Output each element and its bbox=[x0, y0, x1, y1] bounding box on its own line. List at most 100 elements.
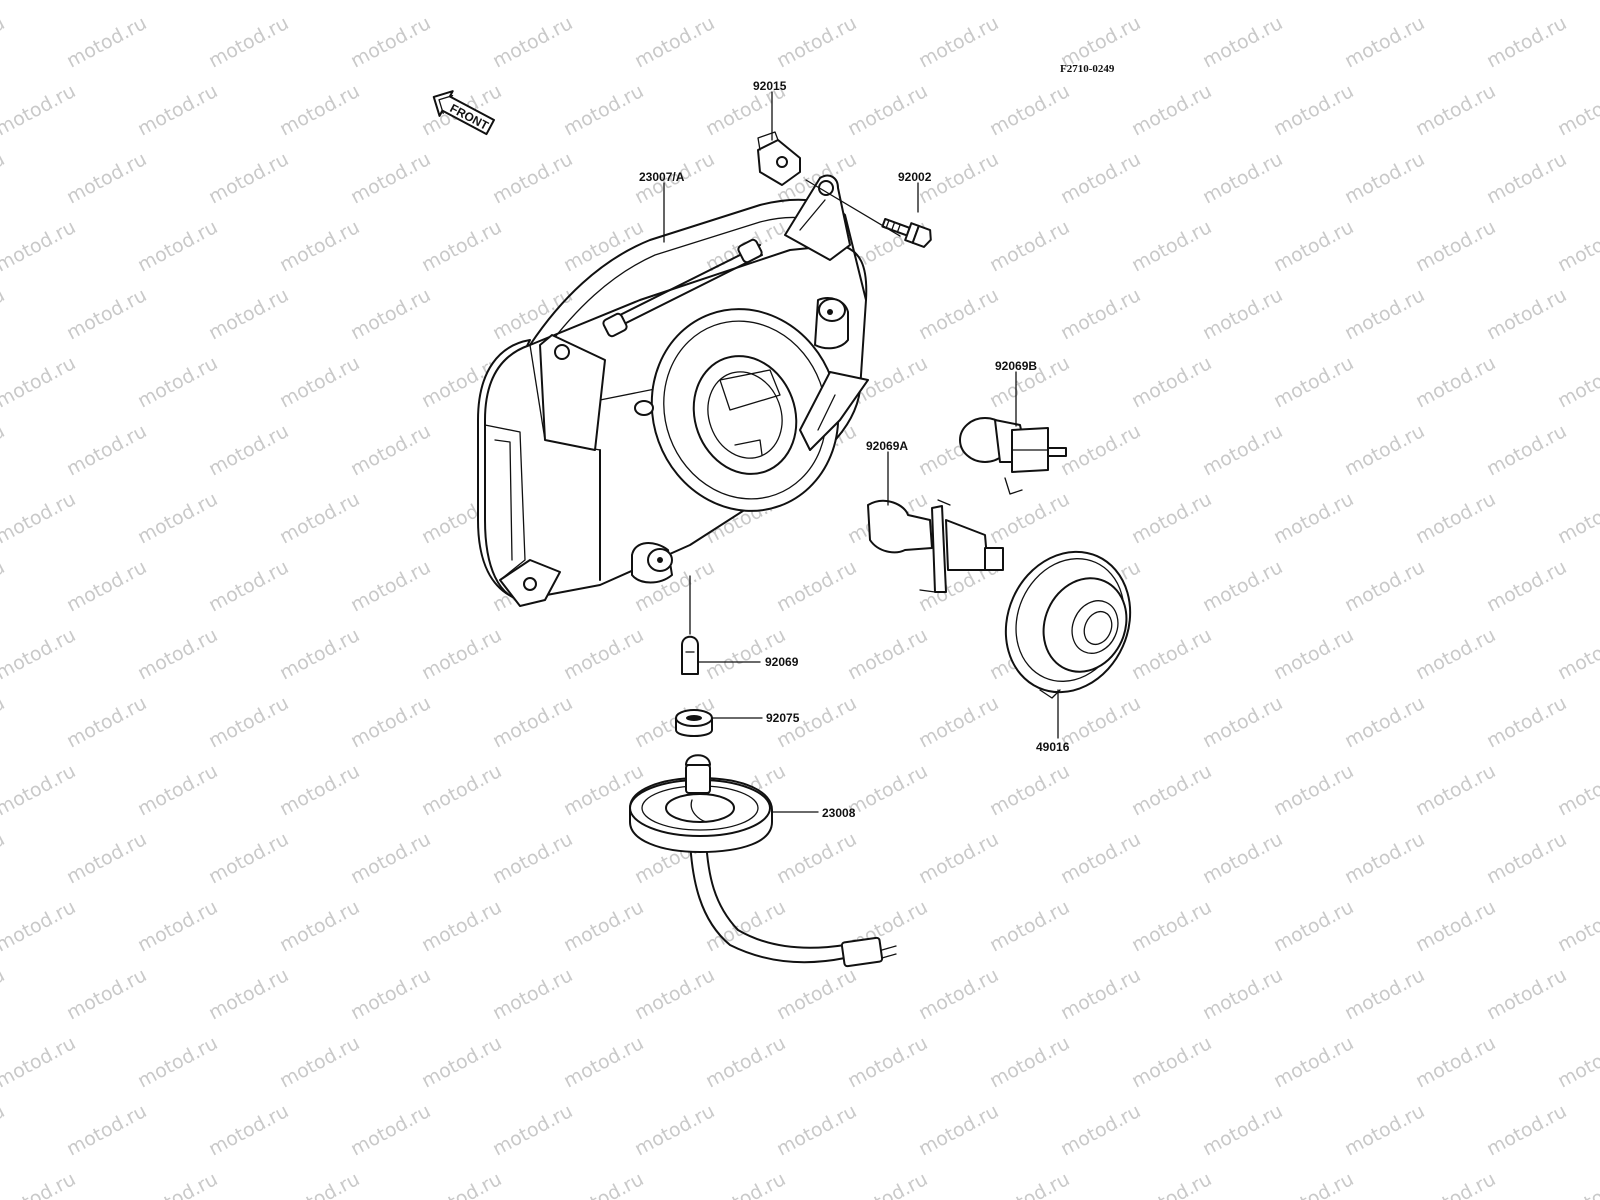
watermark-text: motod.ru bbox=[489, 964, 576, 1024]
watermark-text: motod.ru bbox=[844, 624, 931, 684]
watermark-text: motod.ru bbox=[0, 216, 79, 276]
watermark-text: motod.ru bbox=[205, 12, 292, 72]
grommet-92075 bbox=[675, 709, 713, 737]
watermark-text: motod.ru bbox=[276, 896, 363, 956]
watermark-text: motod.ru bbox=[134, 1032, 221, 1092]
watermark-text: motod.ru bbox=[205, 1100, 292, 1160]
watermark-text: motod.ru bbox=[0, 556, 8, 616]
watermark-text: motod.ru bbox=[134, 0, 221, 4]
watermark-text: motod.ru bbox=[1128, 896, 1215, 956]
watermark-text: motod.ru bbox=[1412, 624, 1499, 684]
watermark-text: motod.ru bbox=[489, 828, 576, 888]
headlight-housing bbox=[477, 174, 869, 607]
watermark-text: motod.ru bbox=[0, 760, 79, 820]
watermark-text: motod.ru bbox=[986, 216, 1073, 276]
watermark-text: motod.ru bbox=[915, 692, 1002, 752]
watermark-text: motod.ru bbox=[986, 1032, 1073, 1092]
watermark-text: motod.ru bbox=[560, 80, 647, 140]
watermark-text: motod.ru bbox=[844, 1032, 931, 1092]
watermark-text: motod.ru bbox=[0, 692, 8, 752]
watermark-text: motod.ru bbox=[134, 1168, 221, 1200]
watermark-text: motod.ru bbox=[63, 284, 150, 344]
watermark-text: motod.ru bbox=[1199, 828, 1286, 888]
part-labels: 92015 23007/A 92002 92069B 92069A 92069 … bbox=[639, 79, 1070, 820]
watermark-text: motod.ru bbox=[1057, 1100, 1144, 1160]
watermark-text: motod.ru bbox=[0, 828, 8, 888]
watermark-text: motod.ru bbox=[418, 216, 505, 276]
bulb-92069a bbox=[867, 499, 1004, 593]
watermark-text: motod.ru bbox=[1128, 216, 1215, 276]
watermark-text: motod.ru bbox=[1412, 488, 1499, 548]
figure-code: F2710-0249 bbox=[1060, 63, 1115, 75]
watermark-text: motod.ru bbox=[1270, 1168, 1357, 1200]
watermark-text: motod.ru bbox=[1341, 964, 1428, 1024]
bolt-92002 bbox=[881, 217, 932, 248]
watermark-text: motod.ru bbox=[205, 148, 292, 208]
watermark-text: motod.ru bbox=[1270, 760, 1357, 820]
watermark-text: motod.ru bbox=[205, 284, 292, 344]
watermark-text: motod.ru bbox=[205, 964, 292, 1024]
watermark-text: motod.ru bbox=[0, 284, 8, 344]
watermark-text: motod.ru bbox=[0, 352, 79, 412]
watermark-text: motod.ru bbox=[773, 964, 860, 1024]
watermark-text: motod.ru bbox=[1483, 556, 1570, 616]
watermark-text: motod.ru bbox=[702, 1032, 789, 1092]
watermark-text: motod.ru bbox=[0, 12, 8, 72]
watermark-text: motod.ru bbox=[773, 12, 860, 72]
dust-cover-49016 bbox=[1004, 550, 1132, 699]
watermark-text: motod.ru bbox=[844, 760, 931, 820]
watermark-text: motod.ru bbox=[0, 1168, 79, 1200]
watermark-text: motod.ru bbox=[0, 80, 79, 140]
label-23007a: 23007/A bbox=[639, 170, 685, 184]
watermark-text: motod.ru bbox=[0, 896, 79, 956]
watermark-text: motod.ru bbox=[1412, 896, 1499, 956]
watermark-text: motod.ru bbox=[205, 828, 292, 888]
watermark-text: motod.ru bbox=[1554, 896, 1600, 956]
watermark-text: motod.ru bbox=[702, 0, 789, 4]
watermark-text: motod.ru bbox=[560, 1168, 647, 1200]
watermark-text: motod.ru bbox=[1341, 284, 1428, 344]
watermark-text: motod.ru bbox=[347, 692, 434, 752]
watermark-text: motod.ru bbox=[1199, 420, 1286, 480]
watermark-text: motod.ru bbox=[276, 1032, 363, 1092]
watermark-text: motod.ru bbox=[418, 896, 505, 956]
watermark-text: motod.ru bbox=[347, 12, 434, 72]
watermark-text: motod.ru bbox=[1412, 0, 1499, 4]
watermark-text: motod.ru bbox=[1270, 624, 1357, 684]
watermark-text: motod.ru bbox=[1412, 80, 1499, 140]
watermark-text: motod.ru bbox=[986, 488, 1073, 548]
watermark-text: motod.ru bbox=[489, 148, 576, 208]
watermark-text: motod.ru bbox=[773, 1100, 860, 1160]
label-49016: 49016 bbox=[1036, 740, 1070, 754]
watermark-text: motod.ru bbox=[1412, 216, 1499, 276]
watermark-text: motod.ru bbox=[1554, 488, 1600, 548]
watermark-text: motod.ru bbox=[1341, 148, 1428, 208]
watermark-text: motod.ru bbox=[1128, 624, 1215, 684]
watermark-text: motod.ru bbox=[63, 12, 150, 72]
watermark-text: motod.ru bbox=[276, 1168, 363, 1200]
watermark-text: motod.ru bbox=[1483, 1100, 1570, 1160]
bulb-92069 bbox=[681, 635, 699, 675]
watermark-text: motod.ru bbox=[134, 760, 221, 820]
watermark-text: motod.ru bbox=[1128, 760, 1215, 820]
watermark-text: motod.ru bbox=[1199, 148, 1286, 208]
watermark-text: motod.ru bbox=[0, 1032, 79, 1092]
watermark-text: motod.ru bbox=[276, 624, 363, 684]
label-92015: 92015 bbox=[753, 79, 787, 93]
watermark-text: motod.ru bbox=[1341, 1100, 1428, 1160]
watermark-text: motod.ru bbox=[1554, 760, 1600, 820]
watermark-text: motod.ru bbox=[1483, 692, 1570, 752]
watermark-text: motod.ru bbox=[1057, 148, 1144, 208]
watermark-text: motod.ru bbox=[1554, 216, 1600, 276]
watermark-text: motod.ru bbox=[1554, 624, 1600, 684]
watermark-text: motod.ru bbox=[986, 0, 1073, 4]
watermark-text: motod.ru bbox=[347, 420, 434, 480]
watermark-text: motod.ru bbox=[0, 1100, 8, 1160]
watermark-text: motod.ru bbox=[134, 624, 221, 684]
watermark-text: motod.ru bbox=[1412, 760, 1499, 820]
watermark-text: motod.ru bbox=[1199, 1100, 1286, 1160]
watermark-text: motod.ru bbox=[773, 556, 860, 616]
watermark-text: motod.ru bbox=[134, 896, 221, 956]
watermark-text: motod.ru bbox=[1270, 0, 1357, 4]
